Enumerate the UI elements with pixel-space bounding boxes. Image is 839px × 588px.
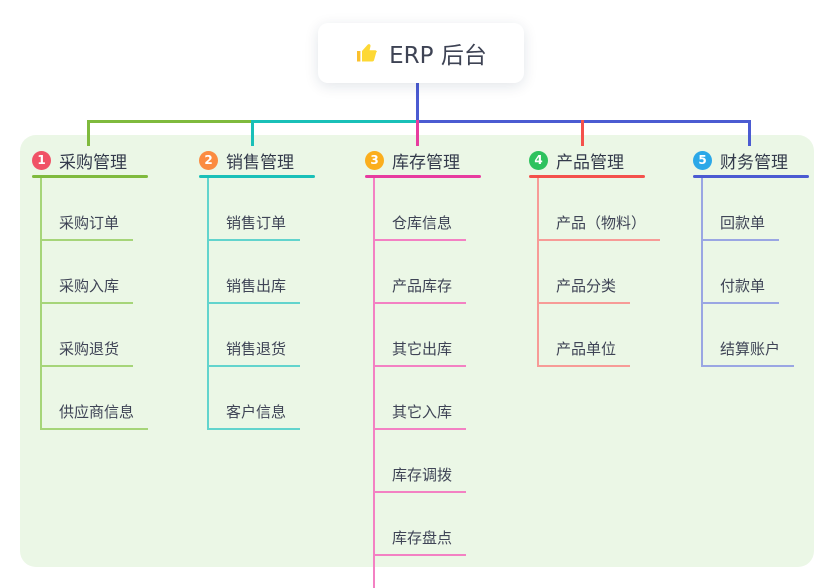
thumbs-up-icon <box>357 44 378 62</box>
connector-drop-branch3 <box>416 120 419 146</box>
branch-finance: 5 财务管理 回款单 付款单 结算账户 <box>693 148 809 367</box>
node-product-unit[interactable]: 产品单位 <box>539 304 631 367</box>
branch-number-badge: 1 <box>32 150 51 170</box>
branch-sales-header[interactable]: 2 销售管理 <box>199 148 315 173</box>
branch-label: 采购管理 <box>59 152 127 173</box>
node-customer-info[interactable]: 客户信息 <box>209 367 301 430</box>
node-product-material[interactable]: 产品（物料） <box>539 178 661 241</box>
node-purchase-inbound[interactable]: 采购入库 <box>42 241 134 304</box>
branch-number-badge: 3 <box>365 150 384 170</box>
node-product-stock[interactable]: 产品库存 <box>375 241 467 304</box>
branch-inventory-header[interactable]: 3 库存管理 <box>365 148 481 173</box>
branches-background-panel <box>20 135 814 567</box>
node-other-outbound[interactable]: 其它出库 <box>375 304 467 367</box>
branch-label: 产品管理 <box>556 152 624 173</box>
connector-root-stem <box>416 83 419 123</box>
branch-finance-header[interactable]: 5 财务管理 <box>693 148 809 173</box>
node-settlement-account[interactable]: 结算账户 <box>703 304 795 367</box>
branch-purchase: 1 采购管理 采购订单 采购入库 采购退货 供应商信息 <box>32 148 149 430</box>
node-payment-bill[interactable]: 付款单 <box>703 241 780 304</box>
branch-product-header[interactable]: 4 产品管理 <box>529 148 660 173</box>
branch-underline <box>32 175 148 178</box>
node-sales-return[interactable]: 销售退货 <box>209 304 301 367</box>
branch-children: 销售订单 销售出库 销售退货 客户信息 <box>207 178 315 430</box>
branch-children: 采购订单 采购入库 采购退货 供应商信息 <box>40 178 149 430</box>
branch-number-badge: 4 <box>529 150 548 170</box>
connector-drop-branch4 <box>581 120 584 146</box>
node-outbound-detail[interactable]: 出库库明细 <box>375 556 481 588</box>
connector-drop-branch1 <box>87 120 90 146</box>
node-other-inbound[interactable]: 其它入库 <box>375 367 467 430</box>
node-stock-count[interactable]: 库存盘点 <box>375 493 467 556</box>
node-supplier-info[interactable]: 供应商信息 <box>42 367 149 430</box>
branch-underline <box>199 175 315 178</box>
branch-underline <box>693 175 809 178</box>
branch-number-badge: 2 <box>199 150 218 170</box>
branch-children: 仓库信息 产品库存 其它出库 其它入库 库存调拨 库存盘点 出库库明细 <box>373 178 481 588</box>
connector-bus-green <box>87 120 253 123</box>
root-node-label: ERP 后台 <box>389 43 487 69</box>
branch-product: 4 产品管理 产品（物料） 产品分类 产品单位 <box>529 148 661 367</box>
connector-bus-blue <box>417 120 751 123</box>
node-product-category[interactable]: 产品分类 <box>539 241 631 304</box>
connector-drop-branch2 <box>251 120 254 146</box>
node-receipt-bill[interactable]: 回款单 <box>703 178 780 241</box>
node-warehouse-info[interactable]: 仓库信息 <box>375 178 467 241</box>
branch-label: 财务管理 <box>720 152 788 173</box>
branch-label: 库存管理 <box>392 152 460 173</box>
branch-underline <box>529 175 645 178</box>
branch-number-badge: 5 <box>693 150 712 170</box>
node-sales-outbound[interactable]: 销售出库 <box>209 241 301 304</box>
branch-inventory: 3 库存管理 仓库信息 产品库存 其它出库 其它入库 库存调拨 库存盘点 出库库… <box>365 148 481 588</box>
branch-purchase-header[interactable]: 1 采购管理 <box>32 148 148 173</box>
branch-children: 产品（物料） 产品分类 产品单位 <box>537 178 661 367</box>
branch-children: 回款单 付款单 结算账户 <box>701 178 809 367</box>
branch-underline <box>365 175 481 178</box>
node-sales-order[interactable]: 销售订单 <box>209 178 301 241</box>
node-purchase-order[interactable]: 采购订单 <box>42 178 134 241</box>
node-stock-transfer[interactable]: 库存调拨 <box>375 430 467 493</box>
branch-label: 销售管理 <box>226 152 294 173</box>
node-purchase-return[interactable]: 采购退货 <box>42 304 134 367</box>
root-node-erp[interactable]: ERP 后台 <box>318 23 524 83</box>
connector-drop-branch5 <box>748 120 751 146</box>
branch-sales: 2 销售管理 销售订单 销售出库 销售退货 客户信息 <box>199 148 315 430</box>
connector-bus-teal <box>253 120 417 123</box>
